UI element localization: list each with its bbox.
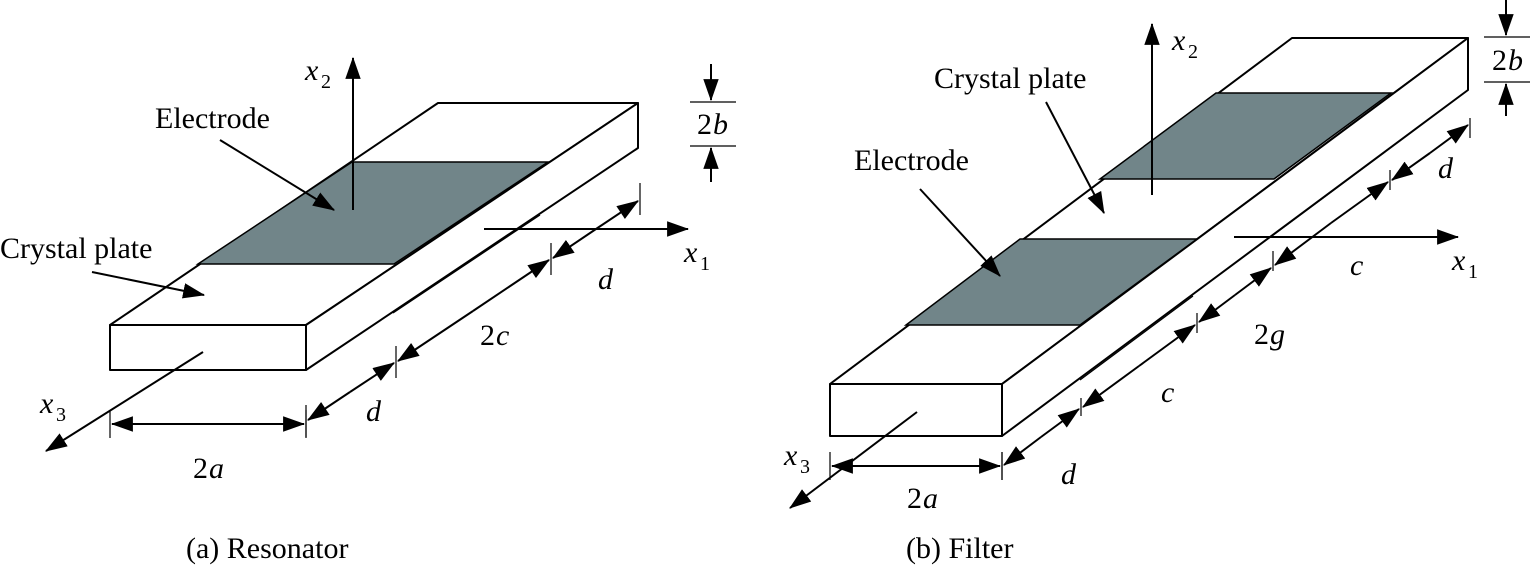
resonator-2c-var: c (496, 319, 509, 352)
filter-x3-sub: 3 (800, 456, 810, 478)
resonator-caption: (a) Resonator (186, 532, 348, 565)
filter-dim-2g (1198, 294, 1236, 323)
resonator-plate-side (305, 102, 639, 371)
resonator-x2-label: x (304, 54, 319, 87)
resonator-2b-var: b (713, 108, 728, 141)
filter-caption: (b) Filter (906, 532, 1013, 565)
filter-plate-pointer (1045, 101, 1105, 214)
filter-2b-var: b (1508, 44, 1523, 77)
filter-dim-c-back (1274, 222, 1332, 266)
resonator-x2-sub: 2 (321, 71, 331, 93)
resonator-dim-d-front (307, 391, 351, 421)
filter-electrode-pointer (919, 188, 1001, 277)
resonator-x3-axis (45, 351, 204, 452)
filter-c-front-label: c (1161, 376, 1174, 409)
filter-x3-label: x (783, 439, 798, 472)
filter-dim-d-back (1391, 152, 1431, 181)
filter-d-back-label: d (1438, 152, 1454, 185)
filter-plate-label: Crystal plate (934, 62, 1086, 95)
resonator-2a-num: 2 (193, 452, 208, 485)
filter-x2-sub: 2 (1188, 41, 1198, 63)
resonator-x1-label: x (683, 236, 698, 269)
resonator-dim-d-back (552, 228, 597, 259)
filter-plate-front (829, 383, 1003, 437)
resonator-x3-label: x (39, 387, 54, 420)
filter-2b-num: 2 (1492, 44, 1507, 77)
filter-figure: Crystal plate Electrode x 2 x 1 x 3 2 a … (783, 0, 1530, 565)
filter-2g-var: g (1270, 318, 1285, 351)
resonator-dim-2c (397, 310, 474, 362)
resonator-plate-front (109, 324, 307, 371)
filter-dim-d-front (1003, 436, 1042, 466)
resonator-plate-pointer (91, 271, 206, 299)
filter-x1-label: x (1451, 244, 1466, 277)
resonator-electrode (195, 161, 551, 265)
resonator-2b-num: 2 (697, 108, 712, 141)
resonator-2c-num: 2 (480, 319, 495, 352)
resonator-plate-label: Crystal plate (0, 232, 152, 265)
filter-x1-sub: 1 (1468, 261, 1478, 283)
filter-2a-var: a (923, 482, 938, 515)
resonator-d-back-label: d (598, 263, 614, 296)
filter-dim-c-front (1082, 365, 1140, 408)
filter-2a-num: 2 (907, 482, 922, 515)
filter-electrode-back (1097, 92, 1394, 180)
resonator-figure: Electrode Crystal plate x 2 x 1 x 3 2 a … (0, 54, 736, 565)
filter-x3-axis (789, 411, 918, 509)
resonator-2a-var: a (209, 452, 224, 485)
resonator-electrode-label: Electrode (155, 102, 270, 135)
resonator-d-front-label: d (366, 395, 382, 428)
filter-2g-num: 2 (1254, 318, 1269, 351)
filter-d-front-label: d (1061, 458, 1077, 491)
filter-plate-top (829, 37, 1469, 385)
filter-c-back-label: c (1350, 249, 1363, 282)
filter-electrode-label: Electrode (854, 144, 969, 177)
resonator-electrode-pointer (219, 139, 335, 211)
resonator-x3-sub: 3 (56, 404, 66, 426)
filter-x2-label: x (1171, 24, 1186, 57)
resonator-x1-sub: 1 (700, 253, 710, 275)
